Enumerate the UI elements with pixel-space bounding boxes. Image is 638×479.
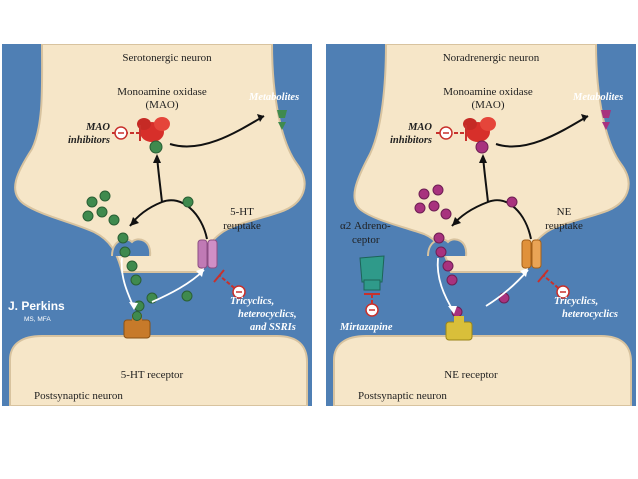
reuptake-transporter	[521, 239, 542, 269]
drug-label-line2: heterocyclics	[562, 309, 618, 320]
molecule-at-mao	[475, 140, 489, 154]
released-molecules	[433, 232, 510, 318]
serotonergic-panel: Serotonergic neuron Monoamine oxidase (M…	[2, 44, 312, 406]
metabolites-label: Metabolites	[573, 92, 624, 103]
enzyme-label-line1: Monoamine oxidase	[443, 86, 533, 98]
postsynaptic-receptor	[445, 316, 473, 341]
alpha2-drug-label: Mirtazapine	[340, 322, 393, 333]
drug-label-line1: Tricyclics,	[230, 296, 275, 307]
stored-molecules	[414, 184, 518, 220]
reuptake-label-line2: reuptake	[545, 220, 583, 232]
presynaptic-neuron	[14, 44, 306, 273]
postsynaptic-neuron	[9, 335, 308, 406]
reuptake-label-line2: reuptake	[223, 220, 261, 232]
metabolite-arrow	[495, 115, 589, 148]
drug-label-line1: Tricyclics,	[554, 296, 599, 307]
enzyme-label-line2: (MAO)	[471, 99, 505, 111]
inhibitor-label-line2: inhibitors	[389, 135, 432, 146]
serotonergic-diagram	[9, 44, 308, 406]
metabolite-arrow	[169, 115, 265, 148]
noradrenergic-diagram	[333, 44, 632, 406]
reuptake-transporter	[197, 239, 218, 269]
metabolites-label: Metabolites	[249, 92, 300, 103]
drug-label-line2: heterocyclics,	[238, 309, 297, 320]
enzyme-label-line1: Monoamine oxidase	[117, 86, 207, 98]
inhibitor-label-line1: MAO	[86, 122, 110, 133]
molecule-reuptake	[181, 290, 193, 302]
receptor-label: 5-HT receptor	[120, 369, 184, 381]
author-credentials: MS, MFA	[24, 316, 51, 323]
mao-inhibit-symbol	[112, 125, 141, 141]
reuptake-label-line1: NE	[556, 206, 572, 218]
synapse-to-reuptake-arrow	[151, 269, 205, 303]
author-name: J. Perkins	[8, 299, 65, 313]
alpha2-label-line1: α2 Adreno-	[340, 220, 391, 232]
vesicle-fusion	[427, 238, 468, 257]
stored-molecules	[82, 190, 194, 226]
postsynaptic-label: Postsynaptic neuron	[358, 390, 447, 402]
vesicle-fusion	[111, 238, 152, 257]
inhibitor-label-line1: MAO	[408, 122, 432, 133]
postsynaptic-neuron	[333, 335, 632, 406]
noradrenergic-panel: Noradrenergic neuron Monoamine oxidase (…	[326, 44, 636, 406]
neuron-title: Noradrenergic neuron	[442, 52, 540, 64]
inhibitor-label-line2: inhibitors	[67, 135, 110, 146]
reuptake-inhibit-symbol	[537, 269, 570, 299]
enzyme-label-line2: (MAO)	[145, 99, 179, 111]
postsynaptic-label: Postsynaptic neuron	[34, 390, 123, 402]
molecule-at-mao	[149, 140, 163, 154]
neuron-title: Serotonergic neuron	[122, 52, 212, 64]
alpha2-inhibit-symbol	[364, 293, 380, 317]
alpha2-label-line2: ceptor	[352, 234, 380, 246]
reuptake-label-line1: 5-HT	[230, 206, 254, 218]
mao-inhibit-symbol	[436, 125, 467, 141]
drug-label-line3: and SSRIs	[250, 322, 296, 333]
receptor-label: NE receptor	[444, 369, 498, 381]
alpha2-adrenoceptor	[359, 255, 385, 291]
metabolite-fragments	[277, 110, 287, 130]
metabolite-fragments	[601, 110, 611, 130]
presynaptic-neuron	[353, 44, 630, 273]
reuptake-inhibit-symbol	[213, 269, 246, 299]
